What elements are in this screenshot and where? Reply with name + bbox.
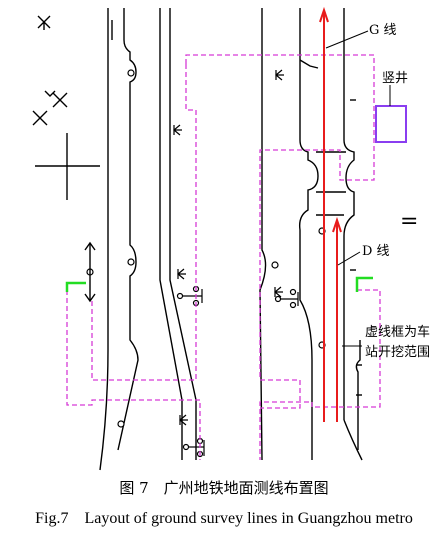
excavation-range-label-1: 虚线框为车 — [365, 324, 430, 340]
arrow-marker-icon — [275, 69, 284, 81]
road-edge-right-3 — [343, 8, 355, 420]
road-lines-right — [259, 8, 363, 461]
d-line-label: D 线 — [362, 244, 390, 259]
excavation-boundary-right — [259, 289, 381, 460]
tree-icon — [52, 92, 68, 108]
equals-symbol: = — [400, 209, 418, 234]
arrow-marker-icon — [173, 124, 182, 136]
caption-chinese: 图 7 广州地铁地面测线布置图 — [119, 479, 328, 497]
survey-lines — [319, 6, 342, 422]
survey-line-g-arrowhead — [319, 6, 329, 23]
arrow-marker-icon — [179, 414, 188, 426]
leader-lines — [325, 30, 391, 347]
arrow-marker-icon — [274, 286, 283, 298]
arrow-marker-icon — [177, 268, 186, 280]
road-edge-outer — [99, 8, 109, 471]
survey-line-d-arrowhead — [332, 216, 342, 233]
green-marker-right — [355, 276, 373, 292]
manhole-markers — [86, 69, 326, 428]
road-edge-median-b — [169, 8, 197, 460]
shaft-box — [375, 105, 407, 143]
tree-icon — [37, 15, 51, 30]
excavation-boundary-left-2 — [91, 64, 197, 381]
excavation-boundary-outer-left — [66, 290, 201, 460]
shaft-label: 竖井 — [382, 71, 408, 86]
road-lines-left — [99, 8, 197, 471]
road-edge-right-2 — [298, 8, 319, 460]
tree-symbols — [32, 15, 68, 126]
junction-icon — [176, 285, 203, 307]
green-marker-left — [65, 281, 86, 292]
road-curve — [343, 419, 363, 461]
survey-point-symbols — [173, 69, 284, 426]
green-markers — [65, 276, 373, 292]
road-edge-bend — [299, 59, 319, 69]
road-edge-median-a — [159, 8, 183, 460]
double-arrow-icon — [84, 241, 96, 303]
excavation-range-label-2: 站开挖范围 — [365, 345, 430, 360]
excavation-boundary-left — [185, 54, 375, 409]
road-edge-inner — [117, 8, 139, 451]
caption-english: Fig.7 Layout of ground survey lines in G… — [35, 510, 413, 527]
tree-icon — [32, 110, 48, 126]
excavation-boundary — [66, 54, 381, 460]
tree-icon — [44, 90, 56, 97]
g-line-label: G 线 — [369, 23, 397, 38]
cross-symbol — [35, 133, 100, 200]
junction-icon — [274, 288, 299, 309]
road-edge-right-1 — [259, 8, 267, 461]
junction-icon — [182, 437, 205, 458]
road-ticks — [350, 99, 362, 396]
